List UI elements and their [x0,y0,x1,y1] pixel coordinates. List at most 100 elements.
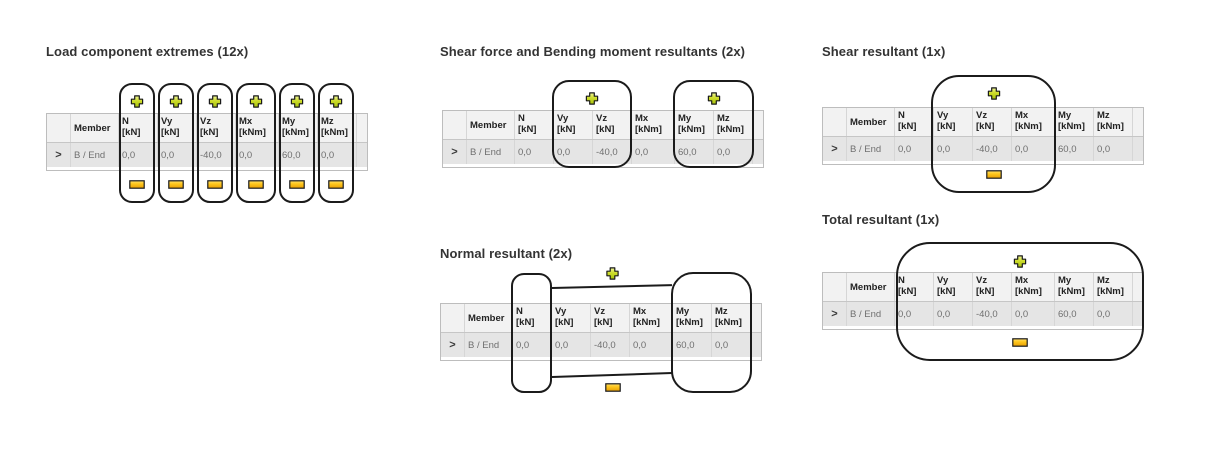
member-cell: B / End [467,140,515,164]
value-cell-mz: 0,0 [318,143,357,167]
value-cell-mx: 0,0 [236,143,279,167]
grid-corner-cell [823,108,847,136]
panel-title: Shear resultant (1x) [822,44,946,59]
grid-corner-cell [823,273,847,301]
column-header-my: My[kNm] [279,114,318,142]
table-row[interactable]: > B / End 0,0 0,0 -40,0 0,0 60,0 0,0 [823,302,1143,326]
column-header-vy: Vy[kN] [934,108,973,136]
column-header-vz: Vz[kN] [973,108,1012,136]
column-header-mx: Mx[kNm] [632,111,675,139]
row-filler-cell [357,143,367,167]
member-cell: B / End [465,333,513,357]
minus-icon [207,180,223,189]
value-cell-mx: 0,0 [632,140,675,164]
highlight-ring-n [511,273,552,393]
column-header-vz: Vz[kN] [973,273,1012,301]
plus-icon [585,92,599,105]
highlight-ring-vz [197,83,233,203]
grid-header-row: Member N[kN] Vy[kN] Vz[kN] Mx[kNm] My[kN… [443,111,763,140]
highlight-ring-vy [158,83,194,203]
highlight-ring-my-mz [673,80,754,168]
row-expander-chevron[interactable]: > [823,137,847,161]
column-header-mx: Mx[kNm] [630,304,673,332]
value-cell-mx: 0,0 [1012,302,1055,326]
header-filler-cell [751,304,761,332]
minus-icon [129,180,145,189]
plus-icon-slot [606,267,619,280]
header-filler-cell [1133,108,1143,136]
highlight-ring-my-mz [671,272,752,393]
plus-icon [290,95,304,108]
column-header-member: Member [465,304,513,332]
panel-title: Total resultant (1x) [822,212,940,227]
column-header-mx: Mx[kNm] [236,114,279,142]
panel-normal-resultant: Normal resultant (2x) Member N[kN] Vy[kN… [440,246,785,411]
value-cell-vz: -40,0 [197,143,236,167]
column-header-my: My[kNm] [673,304,712,332]
minus-icon [168,180,184,189]
panel-title: Normal resultant (2x) [440,246,573,261]
minus-icon [289,180,305,189]
value-cell-vy: 0,0 [552,333,591,357]
value-cell-mz: 0,0 [1094,137,1133,161]
row-filler-cell [751,333,761,357]
grid-header-row: Member N[kN] Vy[kN] Vz[kN] Mx[kNm] My[kN… [441,304,761,333]
value-cell-mx: 0,0 [630,333,673,357]
value-cell-vz: -40,0 [591,333,630,357]
grid-mount: Member N[kN] Vy[kN] Vz[kN] Mx[kNm] My[kN… [442,110,764,168]
panel-title: Load component extremes (12x) [46,44,249,59]
plus-icon [329,95,343,108]
results-grid: Member N[kN] Vy[kN] Vz[kN] Mx[kNm] My[kN… [440,303,762,361]
value-cell-vz: -40,0 [973,137,1012,161]
grid-header-row: Member N[kN] Vy[kN] Vz[kN] Mx[kNm] My[kN… [823,108,1143,137]
row-expander-chevron[interactable]: > [47,143,71,167]
panel-title: Shear force and Bending moment resultant… [440,44,746,59]
column-header-n: N[kN] [895,273,934,301]
minus-icon [1012,338,1028,347]
highlight-ring-my [279,83,315,203]
table-row[interactable]: > B / End 0,0 0,0 -40,0 0,0 60,0 0,0 [441,333,761,357]
column-header-my: My[kNm] [1055,273,1094,301]
row-expander-chevron[interactable]: > [441,333,465,357]
value-cell-vy: 0,0 [934,137,973,161]
column-header-vz: Vz[kN] [591,304,630,332]
value-cell-my: 60,0 [1055,302,1094,326]
plus-icon [169,95,183,108]
column-header-vy: Vy[kN] [552,304,591,332]
column-header-n: N[kN] [515,111,554,139]
highlight-ring-vy-vz-mx [931,75,1056,193]
plus-icon [130,95,144,108]
highlight-ring-n [119,83,155,203]
grid-corner-cell [47,114,71,142]
value-cell-n: 0,0 [515,140,554,164]
value-cell-my: 60,0 [1055,137,1094,161]
highlight-ring-mx [236,83,276,203]
table-row[interactable]: > B / End 0,0 0,0 -40,0 0,0 60,0 0,0 [823,137,1143,161]
column-header-mz: Mz[kNm] [318,114,357,142]
member-cell: B / End [847,302,895,326]
row-expander-chevron[interactable]: > [823,302,847,326]
plus-icon [1013,255,1027,268]
column-header-my: My[kNm] [1055,108,1094,136]
column-header-mx: Mx[kNm] [1012,273,1055,301]
panel-load-component-extremes: Load component extremes (12x) Member N[k… [46,44,391,216]
column-header-mz: Mz[kNm] [1094,108,1133,136]
member-cell: B / End [71,143,119,167]
row-expander-chevron[interactable]: > [443,140,467,164]
results-grid: Member N[kN] Vy[kN] Vz[kN] Mx[kNm] My[kN… [822,272,1144,330]
highlight-ring-mz [318,83,354,203]
value-cell-mz: 0,0 [1094,302,1133,326]
value-cell-n: 0,0 [119,143,158,167]
row-filler-cell [753,140,763,164]
table-row[interactable]: > B / End 0,0 0,0 -40,0 0,0 60,0 0,0 [443,140,763,164]
grid-mount: Member N[kN] Vy[kN] Vz[kN] Mx[kNm] My[kN… [440,303,762,361]
column-header-n: N[kN] [119,114,158,142]
grid-mount: Member N[kN] Vy[kN] Vz[kN] Mx[kNm] My[kN… [822,272,1144,330]
column-header-member: Member [467,111,515,139]
column-header-vz: Vz[kN] [197,114,236,142]
value-cell-vz: -40,0 [973,302,1012,326]
grid-header-row: Member N[kN] Vy[kN] Vz[kN] Mx[kNm] My[kN… [823,273,1143,302]
plus-icon [208,95,222,108]
minus-icon-slot [605,383,621,392]
